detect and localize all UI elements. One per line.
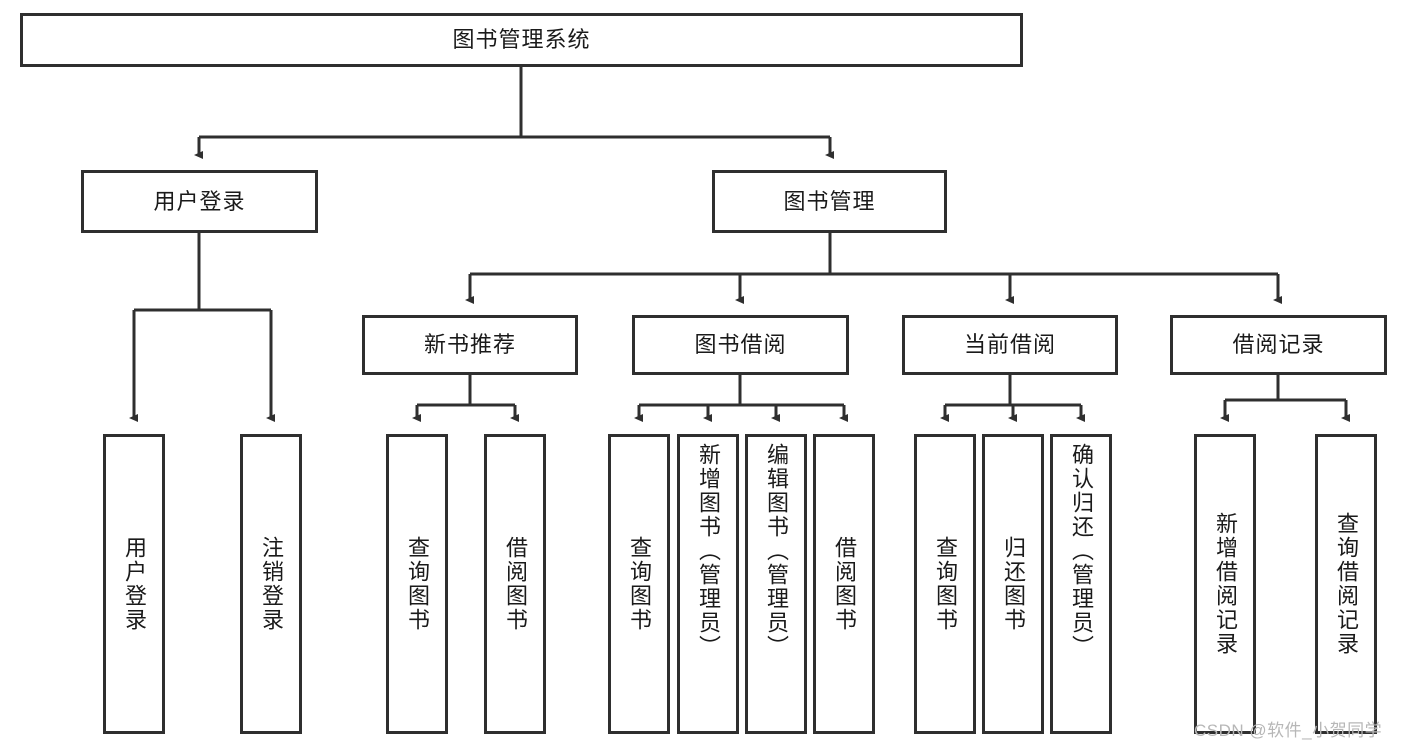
- node-leaf-add-book[interactable]: 新增图书（管理员）: [677, 434, 739, 734]
- node-leaf-query-book-3[interactable]: 查询图书: [914, 434, 976, 734]
- node-leaf-add-book-label: 新增图书（管理员）: [695, 443, 721, 659]
- node-leaf-query-record-label: 查询借阅记录: [1333, 512, 1359, 656]
- node-leaf-query-book-1[interactable]: 查询图书: [386, 434, 448, 734]
- node-leaf-borrow-book-1[interactable]: 借阅图书: [484, 434, 546, 734]
- node-leaf-query-book-2-label: 查询图书: [626, 536, 652, 632]
- node-leaf-borrow-book-2[interactable]: 借阅图书: [813, 434, 875, 734]
- node-leaf-query-book-3-label: 查询图书: [932, 536, 958, 632]
- node-book-manage[interactable]: 图书管理: [712, 170, 947, 233]
- node-new-book-recommend[interactable]: 新书推荐: [362, 315, 578, 375]
- node-book-borrow[interactable]: 图书借阅: [632, 315, 849, 375]
- node-leaf-edit-book-label: 编辑图书（管理员）: [763, 443, 789, 659]
- node-root-label: 图书管理系统: [452, 27, 591, 52]
- node-leaf-user-login-label: 用户登录: [121, 536, 147, 632]
- node-user-login-label: 用户登录: [153, 188, 246, 214]
- node-leaf-query-book-1-label: 查询图书: [404, 536, 430, 632]
- node-leaf-logout[interactable]: 注销登录: [240, 434, 302, 734]
- node-leaf-return-book-label: 归还图书: [1000, 536, 1026, 632]
- watermark-text: CSDN @软件_小贺同学: [1194, 721, 1383, 740]
- node-book-borrow-label: 图书借阅: [694, 332, 787, 357]
- node-book-manage-label: 图书管理: [783, 188, 876, 214]
- node-leaf-confirm-return-label: 确认归还（管理员）: [1068, 443, 1094, 659]
- node-root[interactable]: 图书管理系统: [20, 13, 1023, 67]
- node-leaf-add-record-label: 新增借阅记录: [1212, 512, 1238, 656]
- node-leaf-add-record[interactable]: 新增借阅记录: [1194, 434, 1256, 734]
- node-leaf-logout-label: 注销登录: [258, 536, 284, 632]
- node-leaf-query-record[interactable]: 查询借阅记录: [1315, 434, 1377, 734]
- node-new-book-recommend-label: 新书推荐: [423, 332, 516, 357]
- node-leaf-edit-book[interactable]: 编辑图书（管理员）: [745, 434, 807, 734]
- node-leaf-return-book[interactable]: 归还图书: [982, 434, 1044, 734]
- node-borrow-record[interactable]: 借阅记录: [1170, 315, 1387, 375]
- node-leaf-borrow-book-1-label: 借阅图书: [502, 536, 528, 632]
- node-borrow-record-label: 借阅记录: [1232, 332, 1325, 357]
- node-leaf-borrow-book-2-label: 借阅图书: [831, 536, 857, 632]
- node-leaf-user-login[interactable]: 用户登录: [103, 434, 165, 734]
- node-current-borrow[interactable]: 当前借阅: [902, 315, 1118, 375]
- node-current-borrow-label: 当前借阅: [963, 332, 1056, 357]
- node-leaf-query-book-2[interactable]: 查询图书: [608, 434, 670, 734]
- node-leaf-confirm-return[interactable]: 确认归还（管理员）: [1050, 434, 1112, 734]
- node-user-login[interactable]: 用户登录: [81, 170, 318, 233]
